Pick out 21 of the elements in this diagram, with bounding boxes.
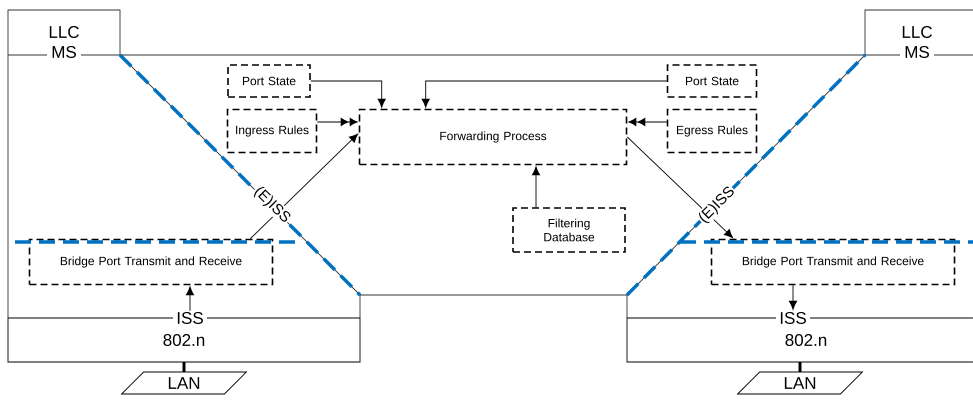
process-box: Egress Rules [666, 108, 758, 154]
arrow [422, 80, 668, 108]
arrow [628, 118, 668, 126]
process-box: Forwarding Process [358, 108, 628, 166]
layer-label: LLC MS [900, 24, 934, 60]
arrow [186, 286, 194, 312]
process-box: Filtering Database [512, 207, 626, 253]
arrow [310, 80, 386, 108]
arrow [626, 136, 734, 238]
process-box: Bridge Port Transmit and Receive [710, 238, 956, 286]
arrow [532, 166, 540, 208]
process-box: Ingress Rules [226, 108, 318, 154]
arrow [250, 134, 358, 240]
process-box: Bridge Port Transmit and Receive [28, 238, 274, 286]
arrow [316, 118, 358, 126]
layer-label: ISS [173, 310, 207, 326]
arrow [788, 284, 798, 310]
process-box: Port State [666, 64, 758, 98]
process-box: Port State [227, 64, 311, 98]
layer-label: ISS [776, 310, 810, 326]
layer-label: LLC MS [47, 24, 81, 60]
